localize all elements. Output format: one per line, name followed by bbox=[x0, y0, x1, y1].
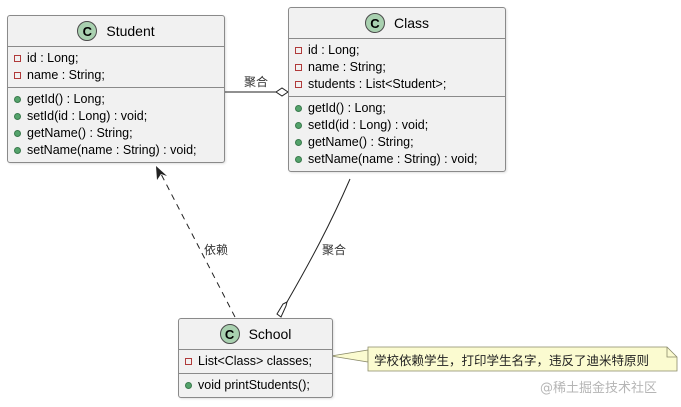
class-class[interactable]: C Class id : Long; name : String; studen… bbox=[288, 7, 506, 172]
dependency-line-school-student bbox=[159, 171, 236, 318]
field-text: id : Long; bbox=[27, 51, 79, 65]
class-school[interactable]: C School List<Class> classes; void print… bbox=[178, 318, 333, 398]
method-text: setId(id : Long) : void; bbox=[308, 118, 429, 132]
class-name: Student bbox=[106, 23, 155, 39]
private-square-icon bbox=[295, 64, 302, 71]
method-row: getName() : String; bbox=[295, 134, 505, 151]
field-text: students : List<Student>; bbox=[308, 77, 447, 91]
aggregation-diamond-school bbox=[276, 301, 288, 318]
public-dot-icon bbox=[14, 147, 21, 154]
class-c-icon: C bbox=[219, 324, 240, 344]
method-text: void printStudents(); bbox=[198, 378, 310, 392]
method-row: getId() : Long; bbox=[295, 100, 505, 117]
field-row: id : Long; bbox=[14, 50, 224, 67]
fields-section: id : Long; name : String; bbox=[8, 47, 224, 87]
field-text: List<Class> classes; bbox=[198, 354, 312, 368]
public-dot-icon bbox=[14, 113, 21, 120]
field-text: name : String; bbox=[308, 60, 386, 74]
method-row: getId() : Long; bbox=[14, 91, 224, 108]
method-text: getName() : String; bbox=[27, 126, 133, 140]
methods-section: getId() : Long; setId(id : Long) : void;… bbox=[8, 87, 224, 162]
method-text: getName() : String; bbox=[308, 135, 414, 149]
field-row: name : String; bbox=[295, 59, 505, 76]
method-row: getName() : String; bbox=[14, 125, 224, 142]
dependency-arrowhead bbox=[156, 166, 167, 180]
class-c-icon: C bbox=[364, 13, 385, 33]
public-dot-icon bbox=[185, 382, 192, 389]
aggregation-diamond-class bbox=[275, 87, 289, 97]
method-row: setId(id : Long) : void; bbox=[295, 117, 505, 134]
methods-section: getId() : Long; setId(id : Long) : void;… bbox=[289, 96, 505, 171]
fields-section: id : Long; name : String; students : Lis… bbox=[289, 39, 505, 96]
field-row: List<Class> classes; bbox=[185, 353, 332, 370]
relation-label-school-student: 依赖 bbox=[204, 243, 229, 257]
class-name: Class bbox=[393, 15, 429, 31]
public-dot-icon bbox=[295, 105, 302, 112]
field-text: id : Long; bbox=[308, 43, 360, 57]
field-row: students : List<Student>; bbox=[295, 76, 505, 93]
private-square-icon bbox=[295, 81, 302, 88]
public-dot-icon bbox=[295, 156, 302, 163]
private-square-icon bbox=[14, 72, 21, 79]
public-dot-icon bbox=[295, 139, 302, 146]
note-fold bbox=[666, 347, 677, 358]
public-dot-icon bbox=[295, 122, 302, 129]
method-row: setId(id : Long) : void; bbox=[14, 108, 224, 125]
private-square-icon bbox=[14, 55, 21, 62]
method-text: setName(name : String) : void; bbox=[27, 143, 197, 157]
methods-section: void printStudents(); bbox=[179, 373, 332, 397]
method-row: void printStudents(); bbox=[185, 377, 332, 394]
method-text: getId() : Long; bbox=[27, 92, 105, 106]
method-row: setName(name : String) : void; bbox=[14, 142, 224, 159]
class-c-icon: C bbox=[77, 21, 98, 41]
class-header: C Student bbox=[8, 16, 224, 47]
note-shape bbox=[367, 346, 678, 372]
class-student[interactable]: C Student id : Long; name : String; getI… bbox=[7, 15, 225, 163]
aggregation-line-school-class bbox=[286, 178, 351, 303]
method-text: setName(name : String) : void; bbox=[308, 152, 478, 166]
watermark: @稀土掘金技术社区 bbox=[540, 381, 658, 396]
public-dot-icon bbox=[14, 130, 21, 137]
private-square-icon bbox=[185, 358, 192, 365]
fields-section: List<Class> classes; bbox=[179, 350, 332, 373]
public-dot-icon bbox=[14, 96, 21, 103]
field-text: name : String; bbox=[27, 68, 105, 82]
field-row: name : String; bbox=[14, 67, 224, 84]
method-row: setName(name : String) : void; bbox=[295, 151, 505, 168]
class-header: C Class bbox=[289, 8, 505, 39]
relation-label-class-student: 聚合 bbox=[244, 75, 269, 89]
private-square-icon bbox=[295, 47, 302, 54]
note-text: 学校依赖学生，打印学生名字，违反了迪米特原则 bbox=[374, 352, 650, 368]
relation-label-school-class: 聚合 bbox=[322, 243, 347, 257]
note-connector bbox=[330, 349, 369, 363]
class-name: School bbox=[248, 326, 292, 342]
field-row: id : Long; bbox=[295, 42, 505, 59]
class-header: C School bbox=[179, 319, 332, 350]
method-text: getId() : Long; bbox=[308, 101, 386, 115]
method-text: setId(id : Long) : void; bbox=[27, 109, 148, 123]
